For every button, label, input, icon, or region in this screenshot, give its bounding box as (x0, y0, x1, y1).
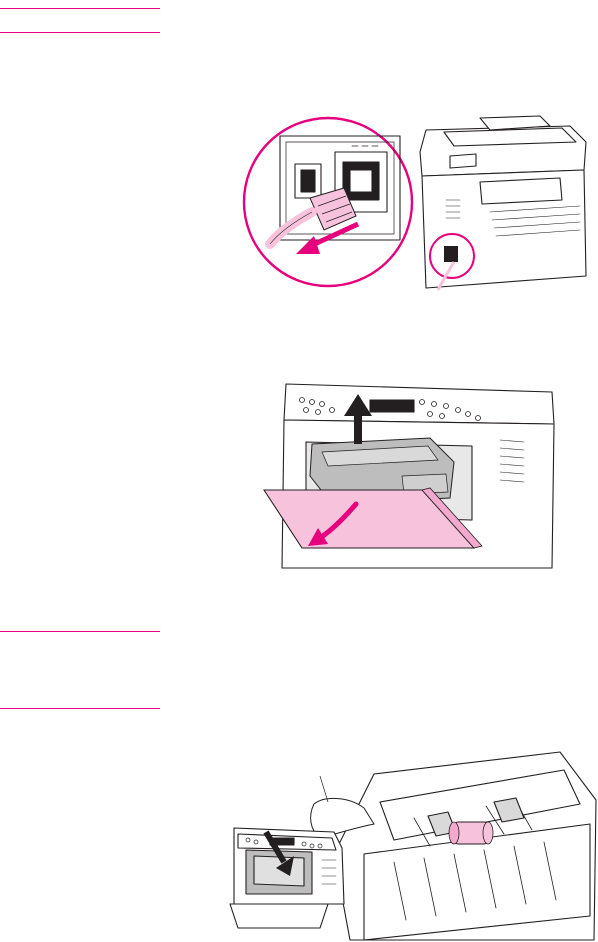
section-rule-mid-1 (0, 631, 160, 632)
section-rule-top-2 (0, 32, 160, 33)
figure-print-cartridge-removal (262, 380, 562, 568)
section-rule-top-1 (0, 8, 160, 9)
section-rule-mid-2 (0, 708, 160, 709)
figure-power-cord-removal (240, 112, 590, 292)
figure-pickup-roller-location (224, 744, 596, 940)
